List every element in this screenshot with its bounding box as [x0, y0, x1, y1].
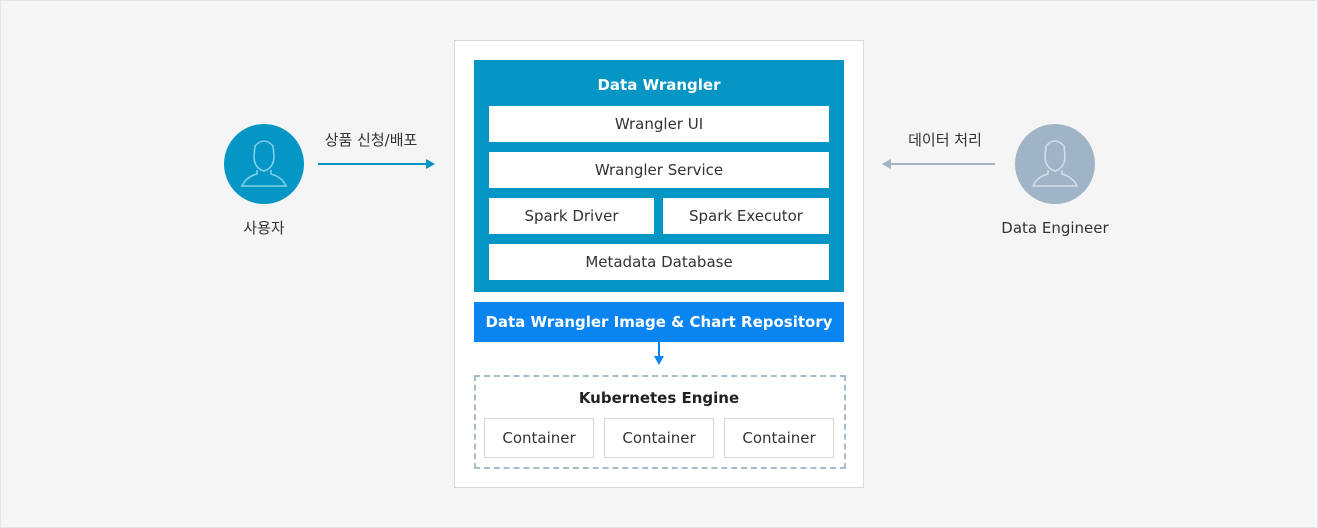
container-box: Container — [484, 418, 594, 458]
user-avatar — [224, 124, 304, 204]
container-box: Container — [724, 418, 834, 458]
down-arrow-icon — [654, 342, 664, 365]
right-arrow-icon — [318, 159, 435, 169]
kubernetes-engine-title: Kubernetes Engine — [578, 389, 740, 407]
user-label: 사용자 — [243, 219, 285, 237]
kubernetes-engine-block — [474, 375, 846, 469]
metadata-database-box: Metadata Database — [489, 244, 829, 280]
user-icon — [224, 124, 304, 204]
image-chart-repository: Data Wrangler Image & Chart Repository — [474, 302, 844, 342]
engineer-label: Data Engineer — [1001, 219, 1109, 237]
spark-executor-box: Spark Executor — [663, 198, 829, 234]
data-wrangler-title: Data Wrangler — [597, 76, 721, 94]
spark-driver-box: Spark Driver — [489, 198, 654, 234]
request-deploy-label: 상품 신청/배포 — [324, 131, 418, 149]
data-wrangler-block: Data Wrangler Wrangler UI Wrangler Servi… — [474, 60, 844, 292]
wrangler-ui-box: Wrangler UI — [489, 106, 829, 142]
container-box: Container — [604, 418, 714, 458]
wrangler-service-box: Wrangler Service — [489, 152, 829, 188]
user-icon — [1015, 124, 1095, 204]
left-arrow-icon — [882, 159, 995, 169]
engineer-avatar — [1015, 124, 1095, 204]
data-processing-label: 데이터 처리 — [908, 131, 982, 149]
